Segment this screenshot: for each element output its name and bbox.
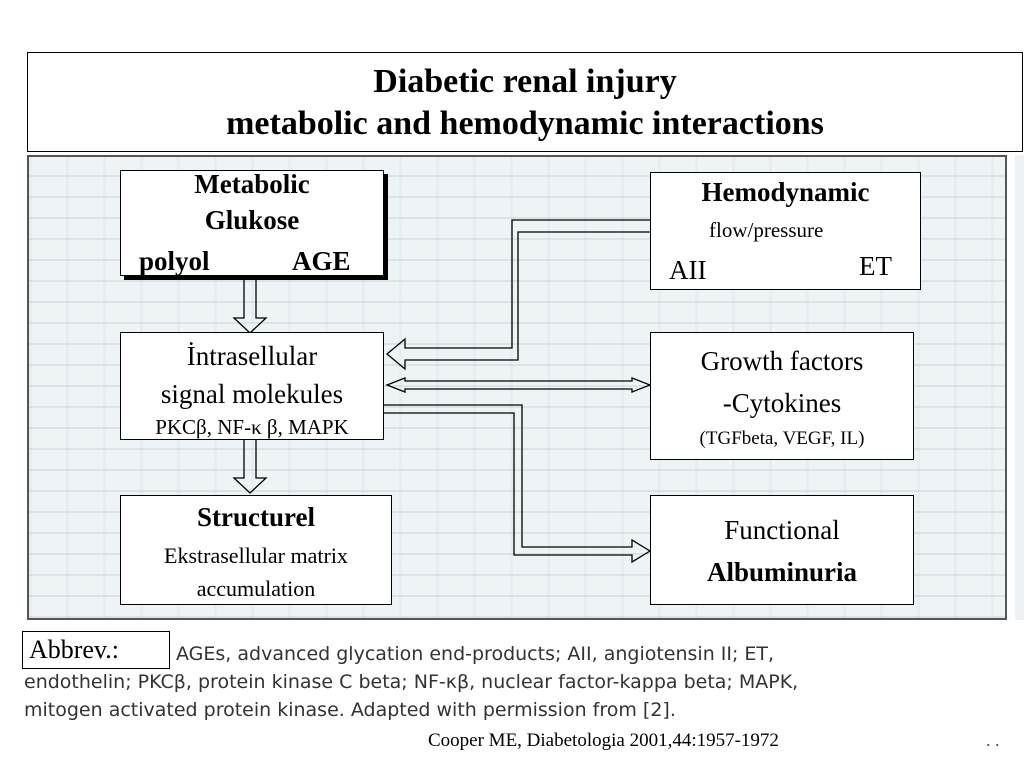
arrow-intracellular-growth-factors — [385, 377, 652, 393]
intracellular-line-3: PKCβ, NF-κ β, MAPK — [155, 415, 349, 439]
growth-factors-line-1: Growth factors — [700, 346, 864, 376]
structural-line-3: accumulation — [196, 576, 316, 601]
citation: Cooper ME, Diabetologia 2001,44:1957-197… — [428, 730, 779, 751]
structural-box: Structurel Ekstrasellular matrix accumul… — [120, 495, 392, 605]
abbrev-line-2: endothelin; PKCβ, protein kinase C beta;… — [24, 671, 799, 693]
hemodynamic-heading: Hemodynamic — [701, 177, 870, 207]
structural-line-2: Ekstrasellular matrix — [164, 543, 348, 568]
intracellular-line-1: İntrasellular — [186, 341, 318, 371]
corner-marks: . . — [986, 730, 1000, 750]
scan-edge — [1015, 155, 1024, 620]
title-line-1: Diabetic renal injury — [373, 63, 677, 100]
metabolic-polyol: polyol — [139, 246, 210, 276]
metabolic-subheading: Glukose — [204, 205, 300, 235]
functional-line-1: Functional — [724, 515, 840, 545]
abbrev-line-1: AGEs, advanced glycation end-products; A… — [176, 643, 775, 665]
metabolic-heading: Metabolic — [194, 169, 310, 199]
slide-title: Diabetic renal injury metabolic and hemo… — [27, 52, 1023, 152]
structural-line-1: Structurel — [197, 502, 315, 532]
growth-factors-box: Growth factors -Cytokines (TGFbeta, VEGF… — [650, 332, 914, 460]
intracellular-box: İntrasellular signal molekules PKCβ, NF-… — [120, 332, 384, 440]
abbreviation-legend: AGEs, advanced glycation end-products; A… — [24, 640, 1009, 724]
arrow-intracellular-to-functional — [384, 404, 652, 564]
abbrev-label: Abbrev.: — [22, 631, 170, 669]
abbrev-line-3: mitogen activated protein kinase. Adapte… — [24, 699, 676, 721]
arrow-intracellular-to-structural — [232, 438, 268, 494]
arrow-hemodynamic-to-intracellular — [385, 219, 650, 371]
hemodynamic-aii: AII — [669, 255, 707, 285]
metabolic-box: Metabolic Glukose polyol AGE — [120, 169, 384, 276]
functional-box: Functional Albuminuria — [650, 495, 914, 605]
metabolic-age: AGE — [292, 246, 351, 276]
growth-factors-line-2: -Cytokines — [722, 388, 842, 418]
arrow-metabolic-to-intracellular — [232, 278, 268, 334]
functional-line-2: Albuminuria — [706, 557, 858, 587]
hemodynamic-subheading: flow/pressure — [709, 218, 824, 242]
title-line-2: metabolic and hemodynamic interactions — [226, 105, 824, 142]
hemodynamic-et: ET — [859, 251, 892, 281]
growth-factors-line-3: (TGFbeta, VEGF, IL) — [699, 428, 865, 449]
hemodynamic-box: Hemodynamic flow/pressure AII ET — [650, 172, 921, 290]
intracellular-line-2: signal molekules — [160, 379, 344, 409]
